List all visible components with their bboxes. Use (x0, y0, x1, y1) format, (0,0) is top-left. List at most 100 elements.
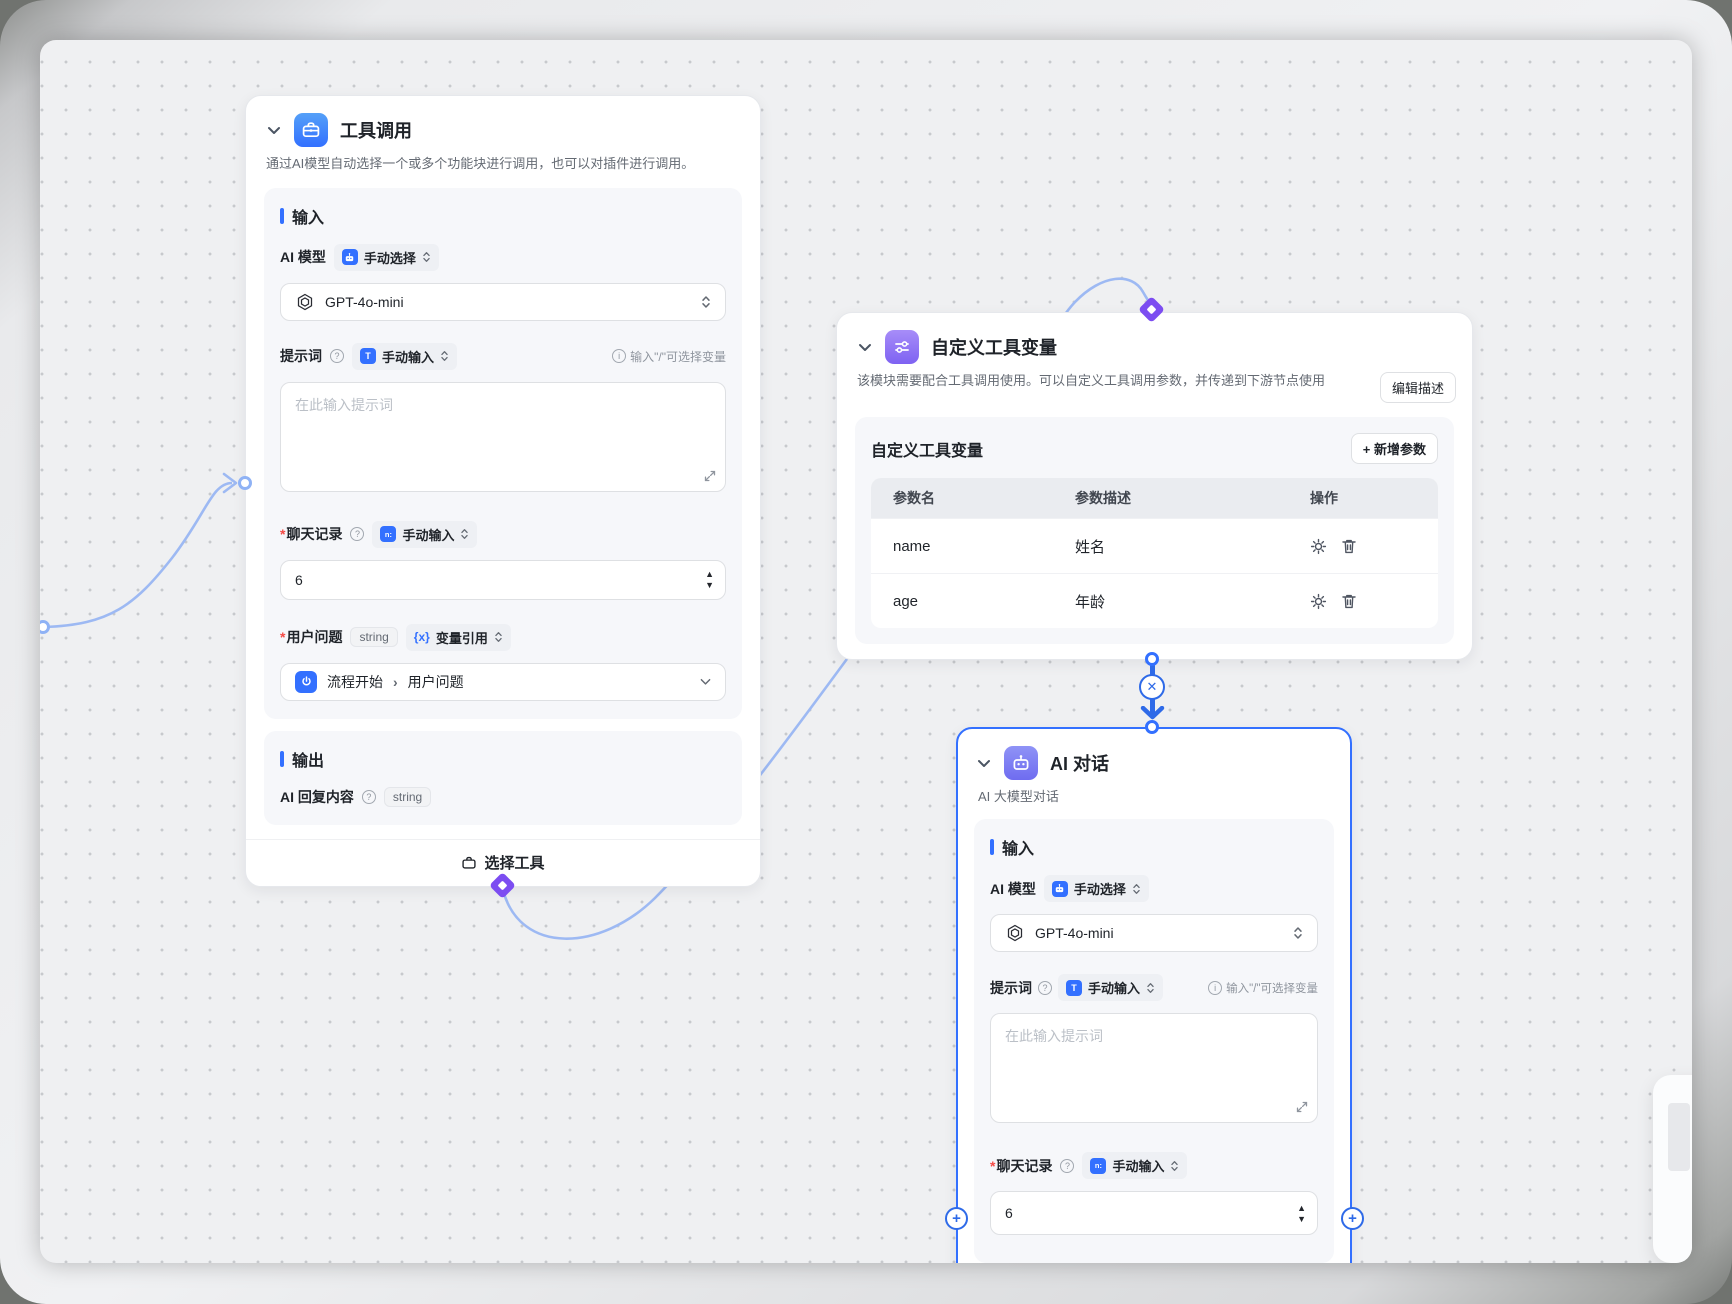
delete-edge-icon[interactable]: ✕ (1139, 674, 1165, 700)
collapse-chevron-icon[interactable] (857, 339, 873, 355)
help-icon[interactable]: ? (1038, 981, 1052, 995)
prompt-mode-label: 手动输入 (382, 347, 434, 366)
help-icon[interactable]: ? (350, 527, 364, 541)
history-label: *聊天记录 (990, 1156, 1052, 1176)
prompt-hint: i 输入"/"可选择变量 (612, 348, 726, 365)
model-select-value: GPT-4o-mini (325, 294, 691, 310)
mini-panel-thumb (1668, 1103, 1690, 1171)
number-input-icon: n: (380, 526, 396, 542)
caret-updown-icon (460, 528, 469, 540)
gear-icon[interactable] (1310, 593, 1327, 610)
info-icon: i (612, 349, 626, 363)
caret-updown-icon (440, 350, 449, 362)
caret-updown-icon (494, 631, 503, 643)
toolbox-icon (294, 113, 328, 147)
type-tag: string (384, 787, 431, 807)
stepper-up-icon[interactable]: ▲ (705, 570, 714, 578)
openai-logo-icon (1005, 923, 1025, 943)
node-ai-chat[interactable]: AI 对话 AI 大模型对话 输入 AI 模型 手动选择 GPT-4o-mini (956, 727, 1352, 1263)
prompt-textarea[interactable] (280, 382, 726, 492)
add-param-button[interactable]: + 新增参数 (1351, 433, 1438, 464)
flow-canvas[interactable]: 工具调用 通过AI模型自动选择一个或多个功能块进行调用，也可以对插件进行调用。 … (40, 40, 1692, 1263)
custom-vars-panel: 自定义工具变量 + 新增参数 参数名 参数描述 操作 name 姓名 (855, 417, 1454, 644)
stepper-down-icon[interactable]: ▼ (705, 581, 714, 589)
robot-icon (342, 249, 358, 265)
add-node-right-button[interactable]: + (1341, 1207, 1364, 1230)
history-mode-badge[interactable]: n: 手动输入 (372, 521, 477, 548)
trash-icon[interactable] (1341, 593, 1357, 610)
tool-call-input-port[interactable] (238, 476, 252, 490)
number-input-icon: n: (1090, 1158, 1106, 1174)
caret-updown-icon (1293, 926, 1303, 940)
edit-description-button[interactable]: 编辑描述 (1380, 372, 1456, 403)
history-count-input[interactable] (280, 560, 726, 600)
model-mode-label: 手动选择 (1074, 879, 1126, 898)
text-input-icon: T (360, 348, 376, 364)
flow-start-icon (295, 671, 317, 693)
col-operations: 操作 (1288, 478, 1438, 518)
node-custom-vars[interactable]: 自定义工具变量 该模块需要配合工具调用使用。可以自定义工具调用参数，并传递到下游… (836, 312, 1473, 660)
stepper-down-icon[interactable]: ▼ (1297, 1215, 1306, 1223)
param-name: age (871, 573, 1053, 628)
collapse-chevron-icon[interactable] (976, 755, 992, 771)
side-mini-panel[interactable] (1653, 1075, 1692, 1263)
question-ref-select[interactable]: 流程开始 › 用户问题 (280, 663, 726, 701)
params-table: 参数名 参数描述 操作 name 姓名 ag (871, 478, 1438, 628)
param-desc: 姓名 (1053, 518, 1288, 573)
model-select[interactable]: GPT-4o-mini (280, 283, 726, 321)
help-icon[interactable]: ? (1060, 1159, 1074, 1173)
node-description: 通过AI模型自动选择一个或多个功能块进行调用，也可以对插件进行调用。 (246, 147, 760, 174)
text-input-icon: T (1066, 980, 1082, 996)
model-select[interactable]: GPT-4o-mini (990, 914, 1318, 952)
caret-updown-icon (701, 295, 711, 309)
prompt-textarea[interactable] (990, 1013, 1318, 1123)
node-title: 工具调用 (340, 117, 412, 143)
help-icon[interactable]: ? (330, 349, 344, 363)
model-mode-badge[interactable]: 手动选择 (334, 244, 439, 271)
edge-into-tool-call[interactable] (44, 483, 232, 627)
caret-updown-icon (1170, 1160, 1179, 1172)
table-row: name 姓名 (871, 518, 1438, 573)
caret-updown-icon (1132, 883, 1141, 895)
col-param-desc: 参数描述 (1053, 478, 1288, 518)
chevron-down-icon (700, 678, 711, 686)
help-icon[interactable]: ? (362, 790, 376, 804)
info-icon: i (1208, 981, 1222, 995)
expand-icon[interactable] (1296, 1100, 1308, 1118)
node-subtitle: AI 大模型对话 (958, 780, 1350, 805)
question-mode-badge[interactable]: {x} 变量引用 (406, 624, 511, 651)
ai-chat-input-port[interactable] (1145, 720, 1159, 734)
history-mode-label: 手动输入 (1112, 1156, 1164, 1175)
prompt-label: 提示词 (280, 346, 322, 366)
model-mode-badge[interactable]: 手动选择 (1044, 875, 1149, 902)
param-desc: 年龄 (1053, 573, 1288, 628)
collapse-chevron-icon[interactable] (266, 122, 282, 138)
custom-vars-output-port[interactable] (1145, 652, 1159, 666)
history-label: *聊天记录 (280, 524, 342, 544)
expand-icon[interactable] (704, 469, 716, 487)
gear-icon[interactable] (1310, 538, 1327, 555)
trash-icon[interactable] (1341, 538, 1357, 555)
history-mode-label: 手动输入 (402, 525, 454, 544)
node-title: 自定义工具变量 (931, 334, 1057, 360)
robot-icon (1004, 746, 1038, 780)
output-panel: 输出 AI 回复内容 ? string (264, 731, 742, 825)
prompt-mode-badge[interactable]: T 手动输入 (352, 343, 457, 370)
history-mode-badge[interactable]: n: 手动输入 (1082, 1152, 1187, 1179)
input-section-title: 输入 (280, 204, 726, 228)
model-select-value: GPT-4o-mini (1035, 925, 1283, 941)
prompt-mode-badge[interactable]: T 手动输入 (1058, 974, 1163, 1001)
ref-field: 用户问题 (408, 672, 690, 692)
add-node-left-button[interactable]: + (945, 1207, 968, 1230)
caret-updown-icon (1146, 982, 1155, 994)
question-label: *用户问题 (280, 627, 342, 647)
history-count-input[interactable] (990, 1191, 1318, 1235)
prompt-label: 提示词 (990, 978, 1032, 998)
input-section-title: 输入 (990, 835, 1318, 859)
openai-logo-icon (295, 292, 315, 312)
variable-ref-icon: {x} (414, 629, 430, 645)
panel-title: 自定义工具变量 (871, 437, 983, 461)
stepper-up-icon[interactable]: ▲ (1297, 1204, 1306, 1212)
node-tool-call[interactable]: 工具调用 通过AI模型自动选择一个或多个功能块进行调用，也可以对插件进行调用。 … (245, 95, 761, 887)
output-label: AI 回复内容 (280, 787, 354, 807)
